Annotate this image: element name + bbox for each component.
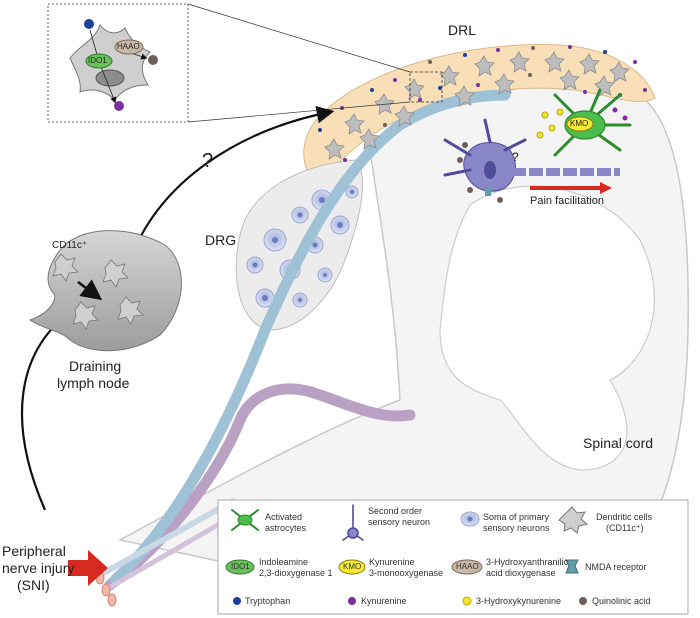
injury-label-line1: Peripheral [2, 543, 66, 559]
legend-haao-badge: HAAO [456, 562, 479, 571]
lymph-node-label-line2: lymph node [57, 375, 130, 391]
inset-haao-badge [114, 39, 144, 55]
legend-second-1: Second order [368, 506, 423, 516]
injury-label-line2: nerve injury [2, 560, 75, 576]
drl-cells [324, 51, 630, 160]
legend-hk-dot [462, 596, 472, 606]
kmo-badge [566, 116, 594, 132]
zoom-region-box [409, 71, 443, 103]
legend-astro-2: astrocytes [265, 523, 307, 533]
legend-dc-2: (CD11c⁺) [606, 523, 644, 533]
lymph-node-cells [52, 253, 144, 330]
legend-kyn: Kynurenine [361, 596, 407, 606]
legend-soma-icon [460, 511, 480, 527]
inset-haao-text: HAAO [117, 42, 140, 51]
injury-arrow [68, 550, 108, 586]
legend-nmda-icon [565, 559, 579, 574]
inset-ido1-text: IDO1 [88, 56, 107, 65]
legend-qa: Quinolinic acid [592, 596, 651, 606]
legend-ido1-2: 2,3-dioxygenase 1 [259, 568, 333, 578]
legend-ido1-badge: IDO1 [231, 562, 250, 571]
purple-nerve [104, 383, 416, 591]
legend-nmda: NMDA receptor [585, 562, 647, 572]
legend-astrocyte-icon [231, 509, 259, 531]
drg-label: DRG [205, 232, 237, 248]
pain-facilitation-label: Pain facilitation [530, 195, 604, 207]
arrow-lymph-to-drl [128, 105, 335, 261]
legend-ido1-icon [225, 559, 255, 575]
blue-nerve [109, 89, 511, 586]
legend-kmo-badge: KMO [343, 562, 362, 571]
hk-dots [536, 108, 564, 139]
legend-kmo-1: Kynurenine [369, 557, 415, 567]
inset-quinolinic-acid [148, 55, 158, 65]
injury-label-line3: (SNI) [17, 577, 50, 593]
kyn-dots-near-astro [612, 107, 628, 121]
pain-arrow [530, 182, 612, 194]
legend-kynurenine-dot [348, 597, 356, 605]
legend-soma-2: sensory neurons [483, 523, 550, 533]
legend-kmo-2: 3-monooxygenase [369, 568, 444, 578]
quinolinic-dots [457, 142, 503, 203]
legend-haao-icon [451, 559, 483, 575]
grey-matter [439, 185, 655, 471]
inset-tryptophan [84, 19, 94, 29]
legend-dendritic-icon [558, 506, 589, 534]
legend-quinolinic-dot [579, 597, 587, 605]
legend-dc-1: Dendritic cells [596, 512, 653, 522]
kmo-text: KMO [570, 119, 589, 128]
inset-kynurenine [114, 101, 124, 111]
cd11c-label: CD11c⁺ [52, 240, 88, 251]
legend-box [217, 499, 689, 615]
legend-astro-1: Activated [265, 512, 303, 522]
legend-neuron-icon [342, 504, 364, 541]
legend-haao-1: 3-Hydroxyanthranilic [486, 557, 569, 567]
legend-tryptophan-dot [233, 597, 241, 605]
legend-kmo-icon [338, 559, 366, 575]
question-mark-main: ? [202, 150, 214, 172]
legend-ido1-1: Indoleamine [259, 557, 309, 567]
legend-trp: Tryptophan [245, 596, 291, 606]
legend-soma-1: Soma of primary [483, 512, 550, 522]
spinal-cord-label: Spinal cord [583, 435, 654, 451]
inset-ido1-badge [85, 53, 113, 69]
drl-label: DRL [448, 22, 477, 38]
lymph-node-label-line1: Draining [69, 358, 122, 374]
question-mark-small: ? [512, 150, 519, 164]
legend-second-2: sensory neuron [368, 517, 431, 527]
legend-haao-2: acid dioxygenase [486, 568, 556, 578]
second-order-neuron [443, 118, 620, 192]
legend-hk: 3-Hydroxykynurenine [476, 596, 562, 606]
